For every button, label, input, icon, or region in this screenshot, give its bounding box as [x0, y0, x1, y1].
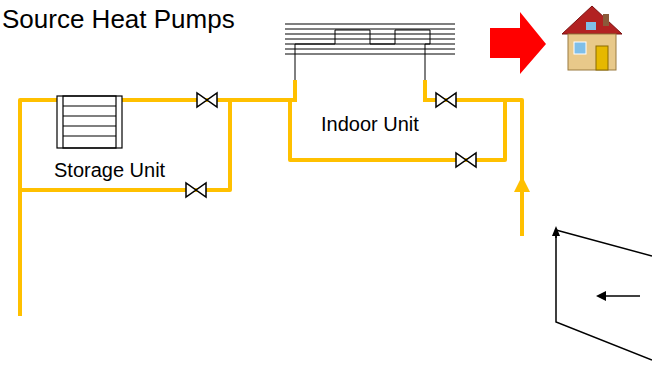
title-text: Source Heat Pumps	[2, 4, 235, 35]
unit-label: Indoor Unit	[321, 113, 419, 136]
unit-label: Storage Unit	[54, 159, 165, 182]
indoor-unit: Indoor Unit	[280, 18, 460, 138]
storage-unit: Storage Unit	[25, 94, 195, 184]
